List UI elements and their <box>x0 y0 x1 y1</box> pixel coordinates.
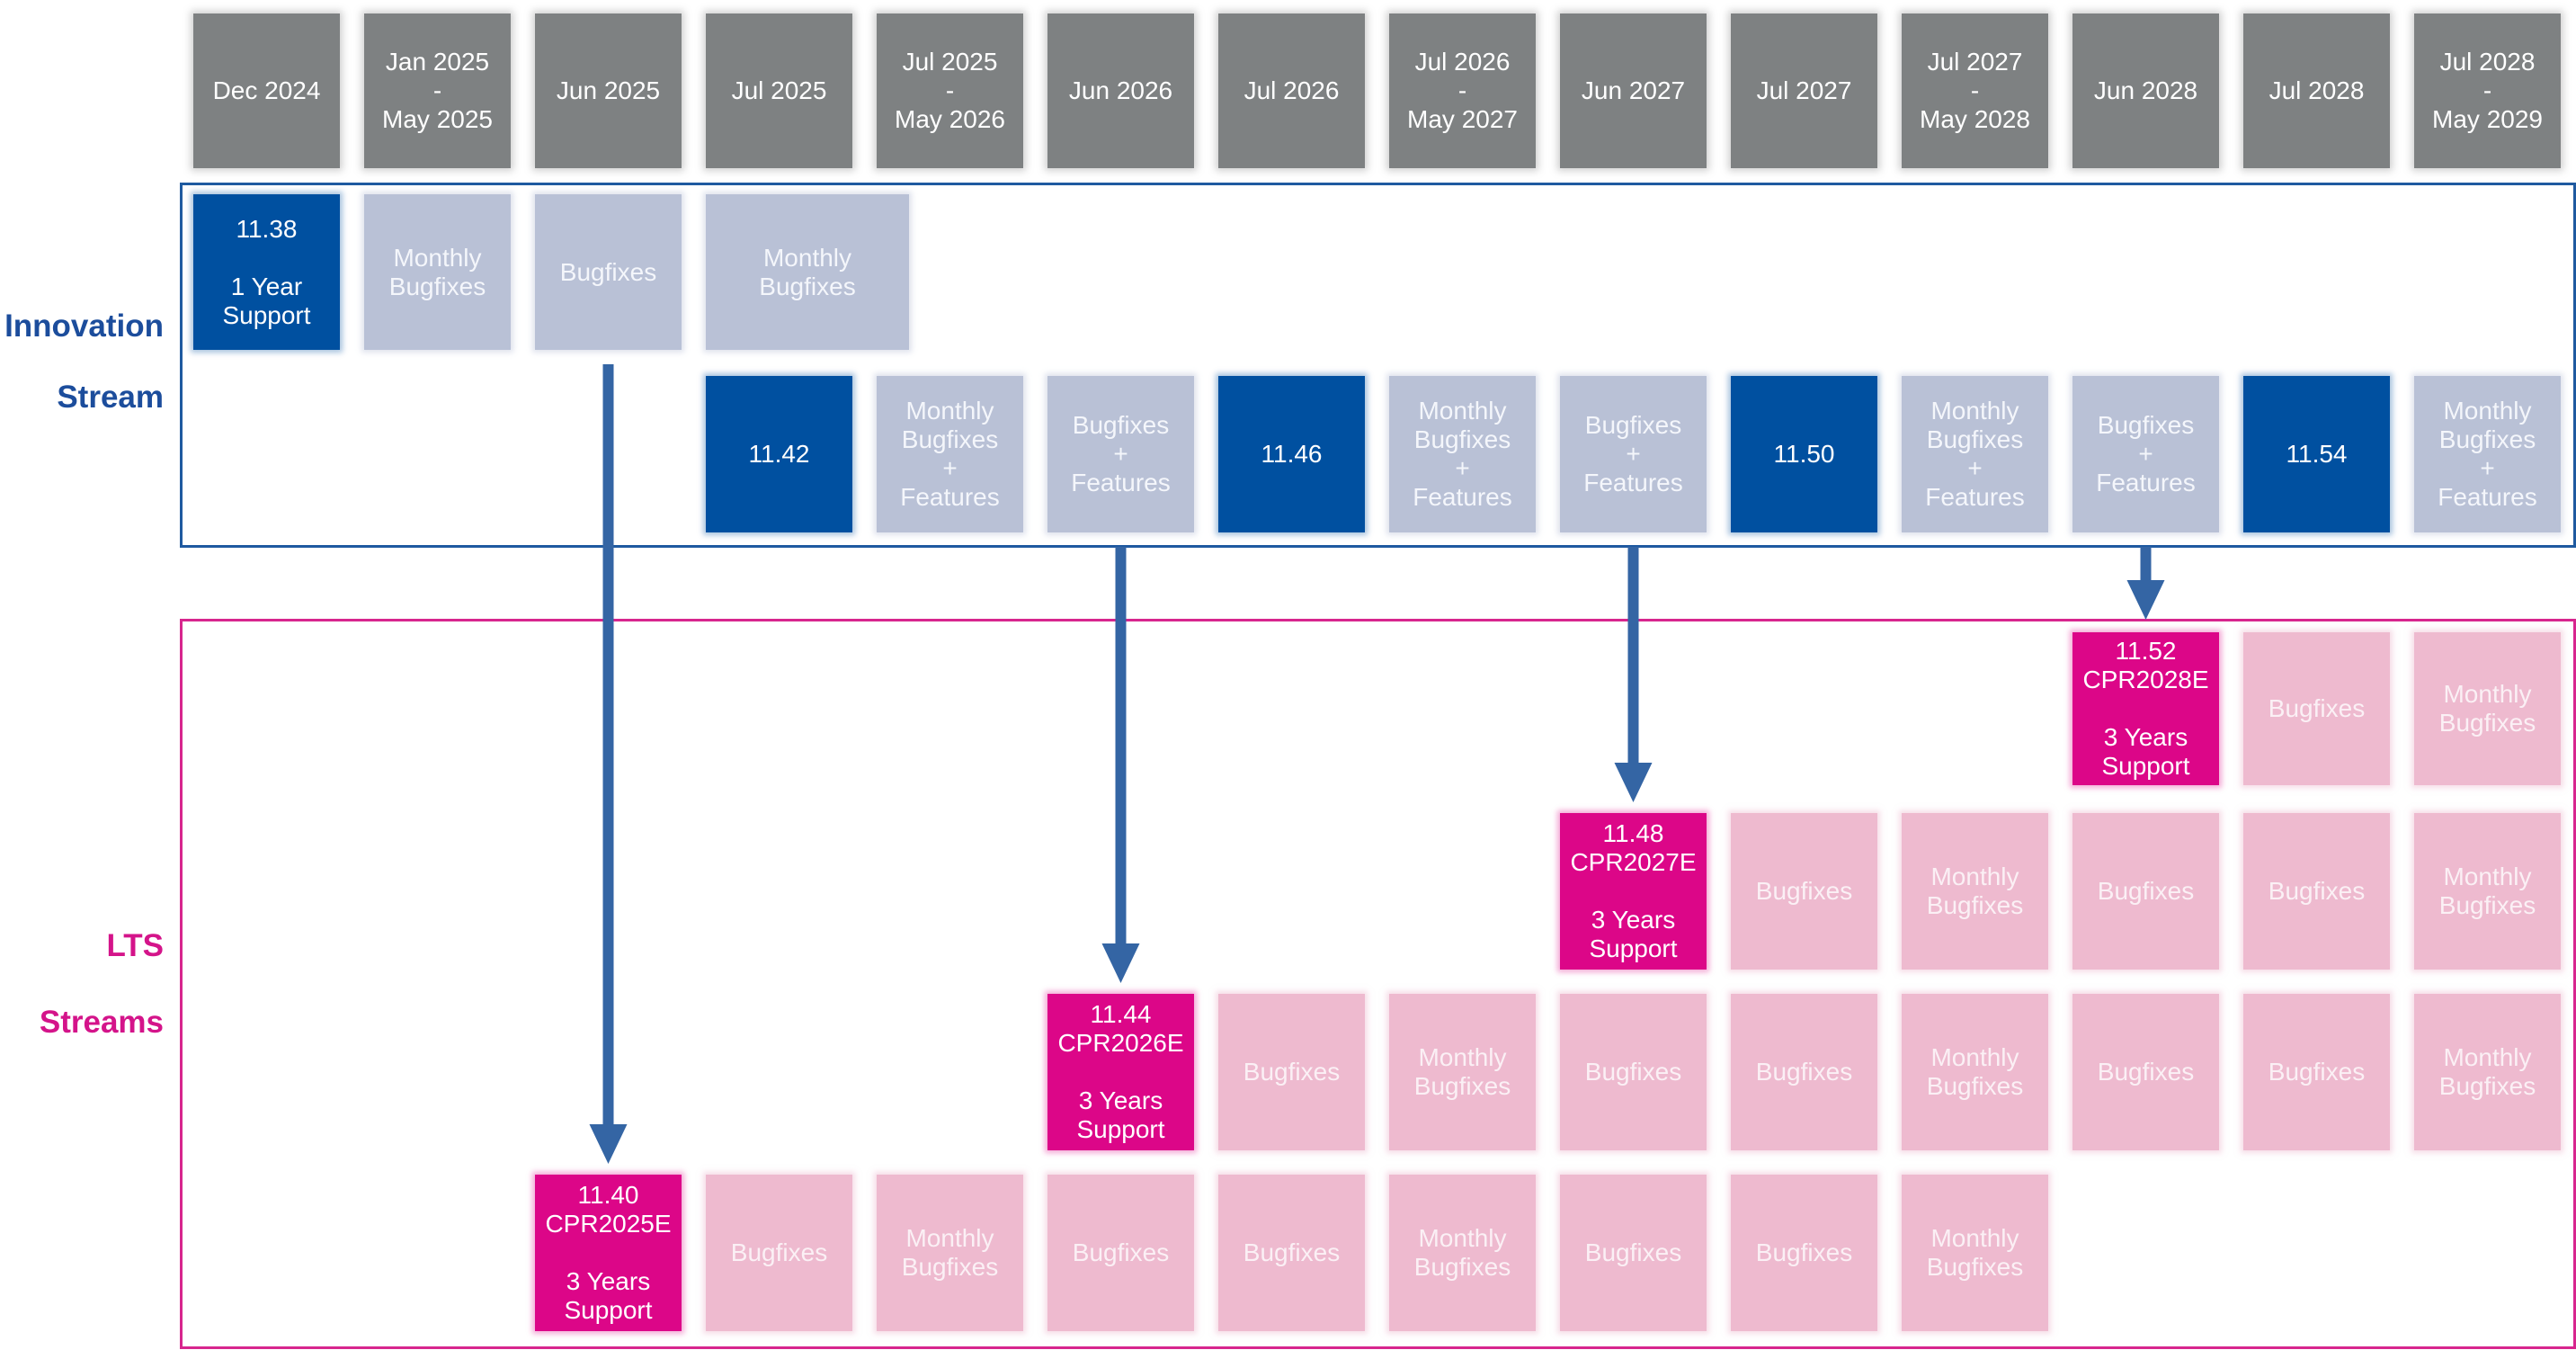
lts-bugfix-box: Monthly Bugfixes <box>2414 994 2561 1150</box>
innovation-bugfix-box: Bugfixes <box>535 194 682 350</box>
innovation-bugfix-box: Monthly Bugfixes + Features <box>2414 376 2561 532</box>
lts-release-box: 11.40 CPR2025E 3 Years Support <box>535 1175 682 1331</box>
innovation-release-box: 11.38 1 Year Support <box>193 194 340 350</box>
branch-arrow-head-icon <box>589 1124 628 1164</box>
innovation-release-box: 11.50 <box>1731 376 1877 532</box>
lts-bugfix-box: Monthly Bugfixes <box>1389 1175 1536 1331</box>
timeline-column-header: Jul 2025 - May 2026 <box>877 13 1023 168</box>
lts-bugfix-box: Bugfixes <box>2072 813 2219 970</box>
lts-label-line2: Streams <box>39 1005 164 1040</box>
lts-bugfix-box: Bugfixes <box>2243 632 2390 785</box>
lts-bugfix-box: Bugfixes <box>1218 1175 1365 1331</box>
branch-arrow-head-icon <box>1614 763 1653 802</box>
lts-bugfix-box: Monthly Bugfixes <box>1902 994 2048 1150</box>
timeline-column-header: Jul 2026 - May 2027 <box>1389 13 1536 168</box>
innovation-bugfix-box: Monthly Bugfixes <box>706 194 909 350</box>
lts-bugfix-box: Monthly Bugfixes <box>2414 632 2561 785</box>
innovation-release-box: 11.46 <box>1218 376 1365 532</box>
branch-arrow-head-icon <box>2126 580 2165 620</box>
lts-bugfix-box: Bugfixes <box>1560 994 1707 1150</box>
lts-bugfix-box: Bugfixes <box>2243 813 2390 970</box>
timeline-column-header: Jun 2026 <box>1047 13 1194 168</box>
lts-bugfix-box: Monthly Bugfixes <box>2414 813 2561 970</box>
timeline-column-header: Jun 2025 <box>535 13 682 168</box>
timeline-column-header: Jun 2027 <box>1560 13 1707 168</box>
timeline-column-header: Jul 2026 <box>1218 13 1365 168</box>
branch-arrow-shaft <box>2140 547 2152 581</box>
branch-arrow-head-icon <box>1101 943 1140 983</box>
timeline-column-header: Dec 2024 <box>193 13 340 168</box>
branch-arrow-shaft <box>1627 547 1639 764</box>
timeline-column-header: Jun 2028 <box>2072 13 2219 168</box>
lts-bugfix-box: Bugfixes <box>1047 1175 1194 1331</box>
lts-release-box: 11.48 CPR2027E 3 Years Support <box>1560 813 1707 970</box>
lts-release-box: 11.52 CPR2028E 3 Years Support <box>2072 632 2219 785</box>
lts-release-box: 11.44 CPR2026E 3 Years Support <box>1047 994 1194 1150</box>
lts-bugfix-box: Bugfixes <box>2243 994 2390 1150</box>
innovation-bugfix-box: Bugfixes + Features <box>2072 376 2219 532</box>
timeline-column-header: Jul 2028 - May 2029 <box>2414 13 2561 168</box>
lts-bugfix-box: Monthly Bugfixes <box>1389 994 1536 1150</box>
branch-arrow-shaft <box>1115 547 1127 944</box>
innovation-label-line2: Stream <box>57 380 164 415</box>
lts-bugfix-box: Monthly Bugfixes <box>1902 813 2048 970</box>
innovation-bugfix-box: Bugfixes + Features <box>1047 376 1194 532</box>
lts-label-line1: LTS <box>106 928 164 963</box>
lts-bugfix-box: Bugfixes <box>1218 994 1365 1150</box>
lts-bugfix-box: Bugfixes <box>1560 1175 1707 1331</box>
lts-bugfix-box: Bugfixes <box>706 1175 852 1331</box>
lts-bugfix-box: Bugfixes <box>2072 994 2219 1150</box>
timeline-column-header: Jan 2025 - May 2025 <box>364 13 511 168</box>
lts-bugfix-box: Monthly Bugfixes <box>877 1175 1023 1331</box>
innovation-stream-frame <box>180 183 2576 548</box>
lts-bugfix-box: Bugfixes <box>1731 1175 1877 1331</box>
innovation-bugfix-box: Monthly Bugfixes + Features <box>1902 376 2048 532</box>
timeline-column-header: Jul 2027 <box>1731 13 1877 168</box>
innovation-bugfix-box: Monthly Bugfixes <box>364 194 511 350</box>
innovation-release-box: 11.54 <box>2243 376 2390 532</box>
lts-bugfix-box: Bugfixes <box>1731 813 1877 970</box>
lts-bugfix-box: Monthly Bugfixes <box>1902 1175 2048 1331</box>
lts-streams-frame <box>180 619 2576 1349</box>
innovation-bugfix-box: Monthly Bugfixes + Features <box>877 376 1023 532</box>
timeline-column-header: Jul 2025 <box>706 13 852 168</box>
innovation-bugfix-box: Bugfixes + Features <box>1560 376 1707 532</box>
lts-bugfix-box: Bugfixes <box>1731 994 1877 1150</box>
innovation-release-box: 11.42 <box>706 376 852 532</box>
timeline-column-header: Jul 2027 - May 2028 <box>1902 13 2048 168</box>
innovation-bugfix-box: Monthly Bugfixes + Features <box>1389 376 1536 532</box>
branch-arrow-shaft <box>602 364 614 1125</box>
timeline-column-header: Jul 2028 <box>2243 13 2390 168</box>
innovation-label-line1: Innovation <box>4 308 164 344</box>
